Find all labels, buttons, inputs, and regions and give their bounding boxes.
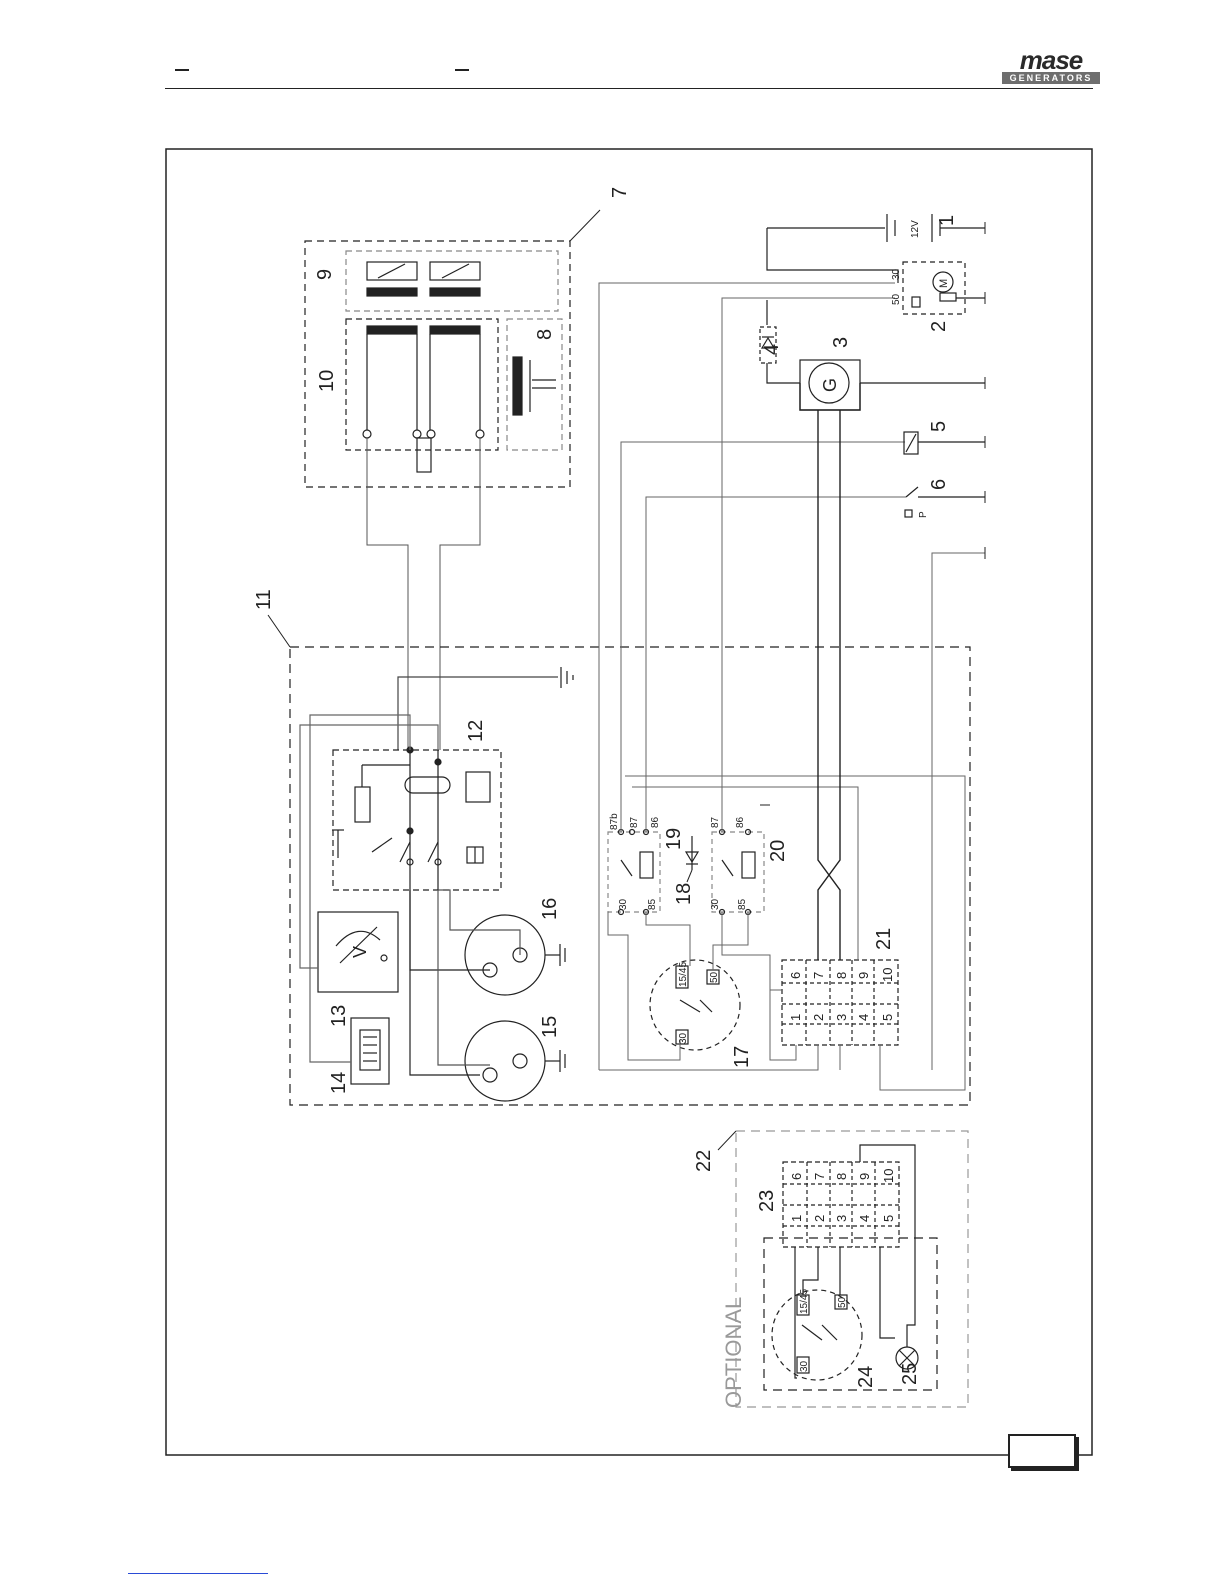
motor-symbol: M bbox=[938, 279, 950, 288]
switch24-pin-30: 30 bbox=[799, 1360, 810, 1372]
block-22-optional-remote bbox=[736, 1131, 968, 1407]
generator-symbol: G bbox=[820, 378, 840, 392]
relay19-pin-30: 30 bbox=[618, 898, 629, 910]
callout-17: 17 bbox=[731, 1046, 753, 1068]
callout-23: 23 bbox=[756, 1190, 778, 1212]
main-output-wires bbox=[367, 438, 480, 750]
relay19-pin-86: 86 bbox=[650, 816, 661, 828]
relay19-pin-87b: 87b bbox=[609, 813, 620, 830]
relay19-pin-87: 87 bbox=[629, 816, 640, 828]
generator-output-cables bbox=[800, 383, 860, 960]
callout-21: 21 bbox=[873, 928, 895, 950]
switch24-pin-1545: 15/45 bbox=[799, 1289, 810, 1314]
callout-16: 16 bbox=[539, 898, 561, 920]
callout-12: 12 bbox=[465, 720, 487, 742]
tb21-cell-7: 7 bbox=[811, 972, 826, 979]
optional-label: OPTIONAL bbox=[721, 1297, 746, 1408]
switch24-pin-50: 50 bbox=[837, 1296, 848, 1308]
relay20-pin-86: 86 bbox=[735, 816, 746, 828]
footer-link-underline bbox=[128, 1573, 268, 1574]
callout-3: 3 bbox=[830, 337, 852, 348]
tb23-cell-9: 9 bbox=[857, 1173, 872, 1180]
relay20-pin-85: 85 bbox=[737, 898, 748, 910]
callout-1: 1 bbox=[936, 215, 958, 226]
callout-6: 6 bbox=[928, 479, 950, 490]
callout-2: 2 bbox=[928, 321, 950, 332]
tb23-cell-8: 8 bbox=[834, 1173, 849, 1180]
tb23-cell-10: 10 bbox=[881, 1169, 896, 1183]
callout-22: 22 bbox=[693, 1150, 715, 1172]
switch17-pin-50: 50 bbox=[709, 971, 720, 983]
switch17-pin-1545: 15/45 bbox=[678, 962, 689, 987]
tb21-cell-3: 3 bbox=[834, 1014, 849, 1021]
tb21-cell-6: 6 bbox=[788, 972, 803, 979]
tb21-cell-1: 1 bbox=[788, 1014, 803, 1021]
tb23-cell-5: 5 bbox=[881, 1215, 896, 1222]
relay19-pin-85: 85 bbox=[647, 898, 658, 910]
callout-19: 19 bbox=[663, 828, 685, 850]
callout-24: 24 bbox=[855, 1366, 877, 1388]
callout-13: 13 bbox=[328, 1005, 350, 1027]
tb21-cell-5: 5 bbox=[880, 1014, 895, 1021]
tb21-cell-2: 2 bbox=[811, 1014, 826, 1021]
page-number-box bbox=[1008, 1434, 1076, 1468]
callout-4: 4 bbox=[761, 344, 783, 355]
starter-pin-50: 50 bbox=[891, 293, 902, 305]
block-7-alternator-head bbox=[305, 241, 570, 487]
callout-5: 5 bbox=[928, 421, 950, 432]
pressure-symbol: P bbox=[918, 511, 929, 518]
callout-20: 20 bbox=[767, 840, 789, 862]
tb21-cell-8: 8 bbox=[834, 972, 849, 979]
block-11-control-panel bbox=[290, 647, 970, 1105]
tb23-cell-3: 3 bbox=[834, 1215, 849, 1222]
tb23-cell-4: 4 bbox=[857, 1215, 872, 1222]
callout-25: 25 bbox=[899, 1363, 921, 1385]
callout-7: 7 bbox=[609, 187, 631, 198]
callout-9: 9 bbox=[314, 269, 336, 280]
tb23-cell-2: 2 bbox=[812, 1215, 827, 1222]
engine-wiring bbox=[599, 283, 985, 1090]
callout-8: 8 bbox=[534, 329, 556, 340]
battery-voltage-label: 12V bbox=[910, 220, 921, 238]
callout-15: 15 bbox=[539, 1016, 561, 1038]
relay20-pin-30: 30 bbox=[710, 898, 721, 910]
voltmeter-symbol: V bbox=[350, 946, 370, 958]
tb21-cell-4: 4 bbox=[856, 1014, 871, 1021]
tb23-cell-7: 7 bbox=[812, 1173, 827, 1180]
callout-18: 18 bbox=[673, 883, 695, 905]
relay20-pin-87: 87 bbox=[710, 816, 721, 828]
tb23-cell-1: 1 bbox=[789, 1215, 804, 1222]
starter-pin-30: 30 bbox=[891, 268, 902, 280]
callout-10: 10 bbox=[316, 370, 338, 392]
switch17-pin-30: 30 bbox=[678, 1032, 689, 1044]
tb21-cell-9: 9 bbox=[856, 972, 871, 979]
ground-symbols bbox=[760, 222, 985, 805]
tb21-cell-10: 10 bbox=[880, 968, 895, 982]
tb23-cell-6: 6 bbox=[789, 1173, 804, 1180]
callout-14: 14 bbox=[328, 1072, 350, 1094]
callout-11: 11 bbox=[253, 589, 275, 610]
engine-components bbox=[760, 214, 985, 517]
